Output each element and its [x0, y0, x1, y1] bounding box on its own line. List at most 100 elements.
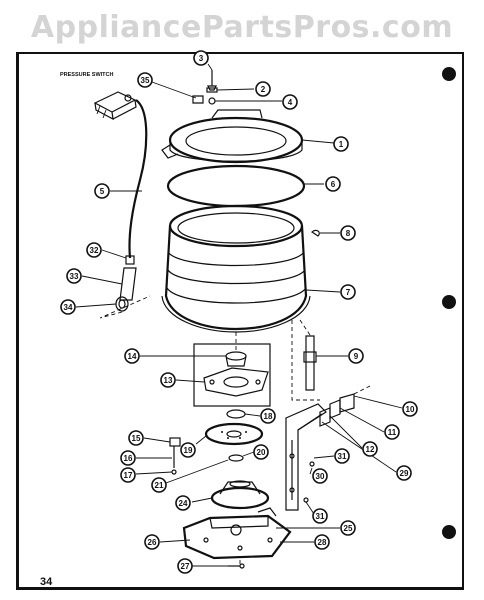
part-17[interactable] [171, 469, 177, 475]
bolt-27[interactable] [228, 563, 245, 569]
svg-text:5: 5 [100, 187, 105, 196]
bolt-8[interactable] [311, 229, 320, 237]
svg-text:31: 31 [338, 452, 347, 461]
svg-text:9: 9 [354, 352, 359, 361]
callout-4[interactable]: 4 [282, 94, 298, 110]
callout-7[interactable]: 7 [340, 284, 356, 300]
pressure-switch-label: PRESSURE SWITCH [60, 72, 114, 78]
callout-10[interactable]: 10 [402, 401, 418, 417]
callout-29[interactable]: 29 [396, 465, 412, 481]
callout-2[interactable]: 2 [255, 81, 271, 97]
assembly-box-13 [193, 343, 271, 407]
pressure-switch[interactable] [93, 91, 137, 121]
callout-9[interactable]: 9 [348, 348, 364, 364]
callout-17[interactable]: 17 [120, 467, 136, 483]
bolt-31b[interactable] [303, 497, 309, 503]
leader-lines [75, 63, 403, 567]
callout-20[interactable]: 20 [253, 444, 269, 460]
pressure-hose[interactable] [128, 99, 148, 259]
top-screw[interactable] [207, 70, 217, 91]
base-plate[interactable] [182, 507, 292, 560]
svg-text:26: 26 [148, 538, 157, 547]
callout-33[interactable]: 33 [66, 268, 82, 284]
svg-text:17: 17 [124, 471, 133, 480]
diagram-frame [16, 52, 464, 590]
part-callouts: 1 2 3 4 5 6 7 8 8 9 10 11 12 13 14 15 16… [60, 50, 418, 574]
callout-31-lower[interactable]: 31 [312, 508, 328, 524]
nut-20[interactable] [228, 454, 244, 462]
bracket-12[interactable] [319, 407, 331, 427]
svg-text:4: 4 [288, 98, 293, 107]
callout-16[interactable]: 16 [120, 450, 136, 466]
callout-18[interactable]: 18 [260, 408, 276, 424]
svg-text:1: 1 [339, 140, 344, 149]
svg-text:16: 16 [124, 454, 133, 463]
clip-35[interactable] [192, 95, 204, 104]
tub-gasket[interactable] [166, 164, 306, 208]
svg-text:8: 8 [346, 229, 351, 238]
callout-26[interactable]: 26 [144, 534, 160, 550]
bracket-11[interactable] [329, 399, 341, 419]
part-15[interactable] [169, 437, 181, 447]
drive-block-13[interactable] [203, 351, 269, 397]
callout-11[interactable]: 11 [384, 424, 400, 440]
svg-text:25: 25 [344, 524, 353, 533]
svg-text:10: 10 [406, 405, 415, 414]
svg-text:33: 33 [70, 272, 79, 281]
callout-5[interactable]: 5 [94, 183, 110, 199]
callout-19[interactable]: 19 [180, 442, 196, 458]
callout-1[interactable]: 1 [333, 136, 349, 152]
svg-text:14: 14 [128, 352, 137, 361]
callout-31-upper[interactable]: 31 [334, 448, 350, 464]
mounting-plate-24[interactable] [210, 480, 270, 510]
outer-tub[interactable] [161, 204, 311, 333]
svg-text:12: 12 [366, 445, 375, 454]
svg-text:6: 6 [331, 180, 336, 189]
svg-text:28: 28 [318, 538, 327, 547]
callout-21[interactable]: 21 [151, 477, 167, 493]
callout-13[interactable]: 13 [160, 372, 176, 388]
svg-text:3: 3 [199, 54, 204, 63]
svg-text:20: 20 [257, 448, 266, 457]
callout-25[interactable]: 25 [340, 520, 356, 536]
svg-text:32: 32 [90, 246, 99, 255]
bracket-9[interactable] [303, 335, 317, 391]
callout-6[interactable]: 6 [325, 176, 341, 192]
svg-text:31: 31 [316, 512, 325, 521]
support-leg-29[interactable] [285, 403, 327, 511]
svg-text:29: 29 [400, 469, 409, 478]
washer-18[interactable] [226, 409, 246, 419]
bolt-31a[interactable] [309, 461, 315, 467]
svg-text:2: 2 [261, 85, 266, 94]
svg-text:35: 35 [141, 76, 150, 85]
callout-30[interactable]: 30 [312, 468, 328, 484]
svg-text:7: 7 [346, 288, 351, 297]
binder-hole-middle [442, 295, 456, 309]
callout-32[interactable]: 32 [86, 242, 102, 258]
callout-27[interactable]: 27 [177, 558, 193, 574]
svg-text:21: 21 [155, 481, 164, 490]
svg-text:15: 15 [132, 434, 141, 443]
svg-text:18: 18 [264, 412, 273, 421]
svg-text:27: 27 [181, 562, 190, 571]
callout-12[interactable]: 12 [362, 441, 378, 457]
callout-24[interactable]: 24 [175, 495, 191, 511]
svg-text:30: 30 [316, 472, 325, 481]
tub-cover[interactable] [161, 109, 304, 164]
pulley-19[interactable] [204, 422, 264, 446]
callout-34[interactable]: 34 [60, 299, 76, 315]
callout-28[interactable]: 28 [314, 534, 330, 550]
callout-35[interactable]: 35 [137, 72, 153, 88]
svg-text:13: 13 [164, 376, 173, 385]
svg-text:19: 19 [184, 446, 193, 455]
callout-15[interactable]: 15 [128, 430, 144, 446]
callout-14[interactable]: 14 [124, 348, 140, 364]
washer-4[interactable] [208, 97, 216, 105]
watermark: AppliancePartsPros.com [30, 10, 454, 45]
svg-text:34: 34 [64, 303, 73, 312]
callout-3[interactable]: 3 [193, 50, 209, 66]
binder-hole-top [442, 67, 456, 81]
svg-text:24: 24 [179, 499, 188, 508]
